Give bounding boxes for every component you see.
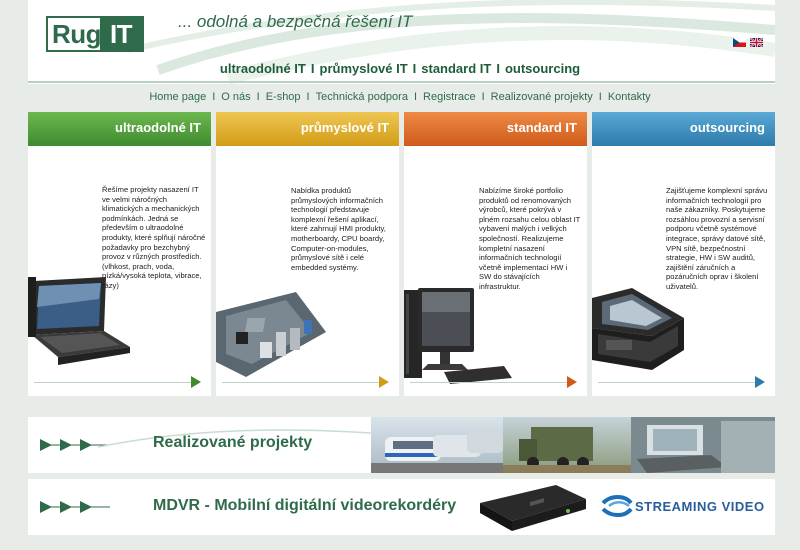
column-header[interactable]: ultraodolné IT	[28, 112, 211, 146]
column-divider	[598, 382, 757, 383]
nav-home[interactable]: Home page	[149, 91, 207, 103]
column-prumyslove[interactable]: průmyslové IT Nabídka produktů průmyslov…	[216, 112, 399, 396]
banner-swoosh-decoration	[98, 429, 398, 448]
main-nav: Home page I O nás I E-shop I Technická podpora…	[0, 91, 800, 103]
banner-title[interactable]: Realizované projekty	[153, 434, 313, 451]
desktop-monitor-image	[404, 288, 512, 384]
header-swoosh-decoration	[127, 0, 775, 84]
separator: I	[212, 91, 216, 103]
top-nav-prumyslove[interactable]: průmyslové IT	[319, 61, 408, 76]
divider-line	[28, 81, 775, 83]
projects-photos-image	[371, 417, 775, 473]
column-standard[interactable]: standard IT Nabízíme široké portfolio pr…	[404, 112, 587, 396]
streaming-swirl-icon	[601, 495, 633, 517]
separator: I	[306, 91, 310, 103]
arrow-right-icon[interactable]	[379, 376, 389, 388]
nav-realizovane-projekty[interactable]: Realizované projekty	[490, 91, 593, 103]
column-text: Nabízíme široké portfolio produktů od re…	[479, 186, 581, 291]
streaming-video-logo[interactable]: STREAMING VIDEO	[601, 493, 764, 523]
top-nav-standard[interactable]: standard IT	[421, 61, 492, 76]
arrow-right-icon[interactable]	[567, 376, 577, 388]
logo-it-text: IT	[100, 18, 142, 50]
top-nav-ultraodolne[interactable]: ultraodolné IT	[219, 61, 306, 76]
column-text: Nabídka produktů průmyslových informační…	[291, 186, 386, 272]
nav-kontakty[interactable]: Kontakty	[607, 91, 651, 103]
separator: I	[496, 61, 500, 76]
czech-flag-icon[interactable]	[733, 38, 746, 47]
separator: I	[310, 61, 315, 76]
separator: I	[413, 91, 418, 103]
column-outsourcing[interactable]: outsourcing Zajišťujeme komplexní správu…	[592, 112, 775, 396]
triple-arrow-icon	[40, 501, 110, 513]
top-nav-outsourcing[interactable]: outsourcing	[504, 61, 581, 76]
rugit-logo[interactable]: Rug IT	[46, 16, 144, 52]
column-divider	[222, 382, 381, 383]
nav-eshop[interactable]: E-shop	[265, 91, 301, 103]
rugged-laptop-image	[28, 277, 130, 365]
separator: I	[598, 91, 602, 103]
column-divider	[410, 382, 569, 383]
column-header[interactable]: průmyslové IT	[216, 112, 399, 146]
logo-rug-text: Rug	[52, 19, 102, 49]
column-divider	[34, 382, 193, 383]
nav-technicka-podpora[interactable]: Technická podpora	[315, 91, 408, 103]
separator: I	[256, 91, 260, 103]
arrow-right-icon[interactable]	[755, 376, 765, 388]
language-flags	[733, 38, 763, 47]
header: Rug IT ... odolná a bezpečná řešení IT	[28, 0, 775, 84]
nav-o-nas[interactable]: O nás	[221, 91, 251, 103]
rugged-case-image	[592, 288, 684, 370]
banner-realizovane-projekty[interactable]: Realizované projekty	[28, 417, 775, 473]
nav-registrace[interactable]: Registrace	[423, 91, 476, 103]
uk-flag-icon[interactable]	[750, 38, 763, 47]
triple-arrow-icon	[40, 439, 110, 451]
separator: I	[412, 61, 417, 76]
slogan: ... odolná a bezpečná řešení IT	[178, 12, 413, 31]
column-header[interactable]: outsourcing	[592, 112, 775, 146]
column-text: Zajišťujeme komplexní správu informačníc…	[666, 186, 768, 291]
separator: I	[481, 91, 485, 103]
column-ultraodolne[interactable]: ultraodolné IT Řešíme projekty nasazení …	[28, 112, 211, 396]
motherboard-image	[216, 292, 326, 377]
mdvr-device-image	[480, 485, 586, 531]
banner-mdvr[interactable]: MDVR - Mobilní digitální videorekordéry …	[28, 479, 775, 535]
arrow-right-icon[interactable]	[191, 376, 201, 388]
column-text: Řešíme projekty nasazení IT ve velmi nár…	[102, 185, 206, 290]
column-header[interactable]: standard IT	[404, 112, 587, 146]
streaming-video-text: STREAMING VIDEO	[635, 499, 765, 514]
banner-title[interactable]: MDVR - Mobilní digitální videorekordéry	[153, 497, 457, 514]
